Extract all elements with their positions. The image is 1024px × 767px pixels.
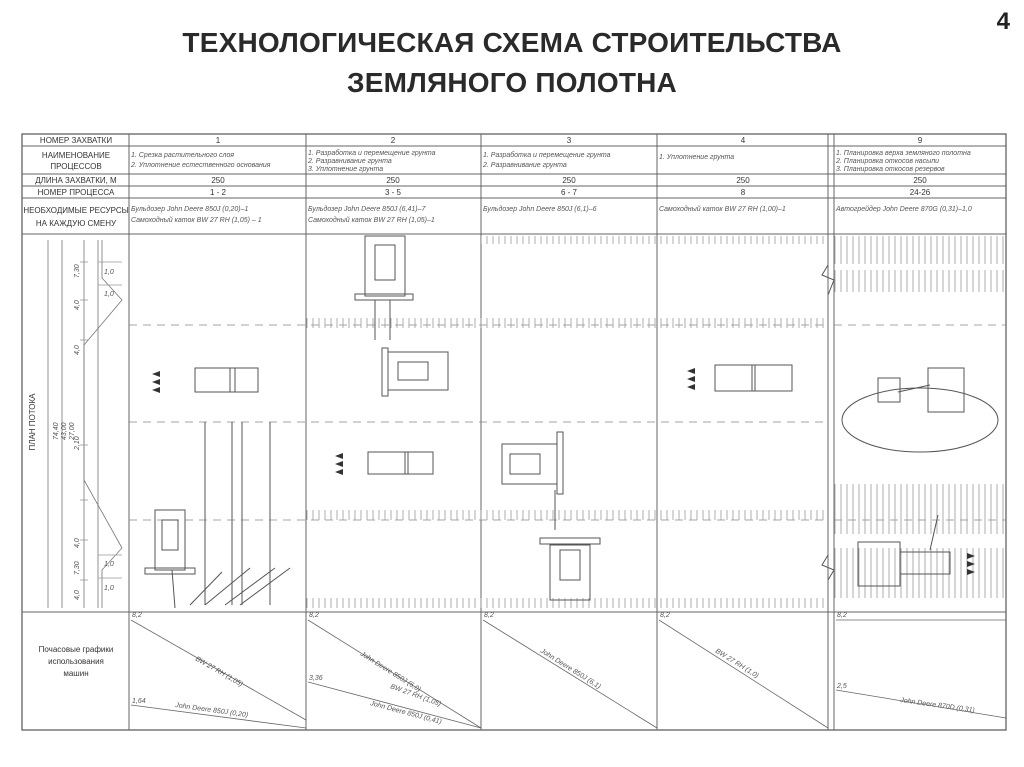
col3-process-2: 2. Разравнивание грунта xyxy=(482,162,567,169)
col2-process-no: 3 - 5 xyxy=(385,188,402,197)
col9-resource-1: Автогрейдер John Deere 870G (0,31)–1,0 xyxy=(835,205,972,213)
col1-process-1: 1. Срезка растительного слоя xyxy=(131,152,234,159)
col1-arrows xyxy=(152,371,160,393)
row-separators xyxy=(22,145,1006,613)
col1-schedule-label-2: John Deere 850J (0,20) xyxy=(174,702,249,719)
dim-left-3: 4,0 xyxy=(74,345,81,355)
col9-machinery xyxy=(841,367,999,587)
col9-length: 250 xyxy=(913,176,927,185)
label-resources-2: НА КАЖДУЮ СМЕНУ xyxy=(36,219,117,228)
label-schedule-2: использования xyxy=(48,657,104,666)
dim-right-4: 1,0 xyxy=(104,585,114,592)
col2-number: 2 xyxy=(391,136,396,145)
col3-schedule-start: 8,2 xyxy=(484,612,494,619)
col2-process-2: 2. Разравнивание грунта xyxy=(307,158,392,165)
col2-process-1: 1. Разработка и перемещение грунта xyxy=(308,149,436,157)
col2-schedule-mid: 3,36 xyxy=(309,675,323,682)
dim-left-7: 2,10 xyxy=(74,436,81,451)
break-line-top xyxy=(821,264,835,296)
col3-process-1: 1. Разработка и перемещение грунта xyxy=(483,151,611,159)
col1-resource-2: Самоходный каток BW 27 RH (1,05) – 1 xyxy=(131,216,262,224)
col4-resource-1: Самоходный каток BW 27 RH (1,00)–1 xyxy=(659,205,786,213)
label-flow-plan: ПЛАН ПОТОКА xyxy=(28,393,37,451)
label-process-name-1: НАИМЕНОВАНИЕ xyxy=(42,151,110,160)
col2-resource-2: Самоходный каток BW 27 RH (1,05)–1 xyxy=(308,216,435,224)
table-frame xyxy=(21,133,1007,731)
dim-right-3: 1,0 xyxy=(104,561,114,568)
dim-total-3: 27,00 xyxy=(69,422,76,441)
col1-schedule-start: 8,2 xyxy=(132,612,142,619)
col9-process-no: 24-26 xyxy=(910,188,931,197)
col3-length: 250 xyxy=(562,176,576,185)
col4-schedule-start: 8,2 xyxy=(660,612,670,619)
col2-length: 250 xyxy=(386,176,400,185)
col3-schedule-label-1: John Deere 850J (6,1) xyxy=(538,647,602,690)
col1-resource-1: Бульдозер John Deere 850J (0,20)–1 xyxy=(131,205,248,213)
col3-machinery xyxy=(501,431,601,601)
col9-schedule-mid: 2,5 xyxy=(836,683,847,690)
schedule-lines xyxy=(130,619,1007,729)
col9-process-2: 2. Планировка откосов насыпи xyxy=(835,158,939,165)
dim-left-2: 4,0 xyxy=(74,300,81,310)
col2-process-3: 3. Уплотнение грунта xyxy=(308,166,383,173)
col2-resource-1: Бульдозер John Deere 850J (6,41)–7 xyxy=(308,205,426,213)
label-resources-1: НЕОБХОДИМЫЕ РЕСУРСЫ xyxy=(23,206,128,215)
label-grip-number: НОМЕР ЗАХВАТКИ xyxy=(40,136,112,145)
dim-total-1: 74,40 xyxy=(53,422,60,440)
col9-schedule-start: 8,2 xyxy=(837,612,847,619)
page-title-line-2: ЗЕМЛЯНОГО ПОЛОТНА xyxy=(347,67,677,98)
dim-left-6: 4,0 xyxy=(74,590,81,600)
page-title-line-1: ТЕХНОЛОГИЧЕСКАЯ СХЕМА СТРОИТЕЛЬСТВА xyxy=(182,27,842,58)
col1-machinery xyxy=(144,367,291,609)
col9-schedule-label-1: John Deere 870D (0,31) xyxy=(899,697,975,715)
col9-process-1: 1. Планировка верха земляного полотна xyxy=(836,150,971,157)
dim-right-2: 1,0 xyxy=(104,291,114,298)
col4-process-1: 1. Уплотнение грунта xyxy=(659,154,734,161)
dim-left-1: 7,30 xyxy=(74,264,81,278)
col3-process-no: 6 - 7 xyxy=(561,188,578,197)
label-schedule-1: Почасовые графики xyxy=(39,645,114,654)
col3-number: 3 xyxy=(567,136,572,145)
col2-machinery xyxy=(354,235,449,475)
embankment-bands xyxy=(306,236,1006,608)
label-grip-length: ДЛИНА ЗАХВАТКИ, М xyxy=(35,176,117,185)
col1-number: 1 xyxy=(216,136,221,145)
dimension-chain xyxy=(47,240,123,608)
dim-total-2: 43,00 xyxy=(61,422,68,440)
col2-arrows xyxy=(335,453,343,475)
col1-schedule-label-1: BW 27 RH (1,05) xyxy=(194,656,244,689)
col9-arrows xyxy=(967,553,975,575)
dim-right-1: 1,0 xyxy=(104,269,114,276)
dim-left-4: 7,30 xyxy=(74,561,81,575)
break-line-bottom xyxy=(821,554,835,581)
col4-number: 4 xyxy=(741,136,746,145)
col1-process-2: 2. Уплотнение естественного основания xyxy=(130,162,271,169)
col1-process-no: 1 - 2 xyxy=(210,188,227,197)
col4-schedule-label-1: BW 27 RH (1,0) xyxy=(714,648,760,680)
col4-arrows xyxy=(687,368,695,390)
label-process-number: НОМЕР ПРОЦЕССА xyxy=(38,188,115,197)
col4-length: 250 xyxy=(736,176,750,185)
col4-machinery xyxy=(714,364,793,392)
col3-resource-1: Бульдозер John Deere 850J (6,1)–6 xyxy=(483,205,597,213)
col4-process-no: 8 xyxy=(741,188,746,197)
dim-left-5: 4,0 xyxy=(74,538,81,548)
column-separators xyxy=(128,134,835,730)
col2-schedule-start: 8,2 xyxy=(309,612,319,619)
label-schedule-3: машин xyxy=(63,669,88,678)
col9-number: 9 xyxy=(918,136,923,145)
col9-process-3: 3. Планировка откосов резервов xyxy=(836,166,945,173)
col1-length: 250 xyxy=(211,176,225,185)
col1-schedule-mid: 1,64 xyxy=(132,698,146,705)
slide-number: 4 xyxy=(996,8,1010,35)
label-process-name-2: ПРОЦЕССОВ xyxy=(50,162,101,171)
